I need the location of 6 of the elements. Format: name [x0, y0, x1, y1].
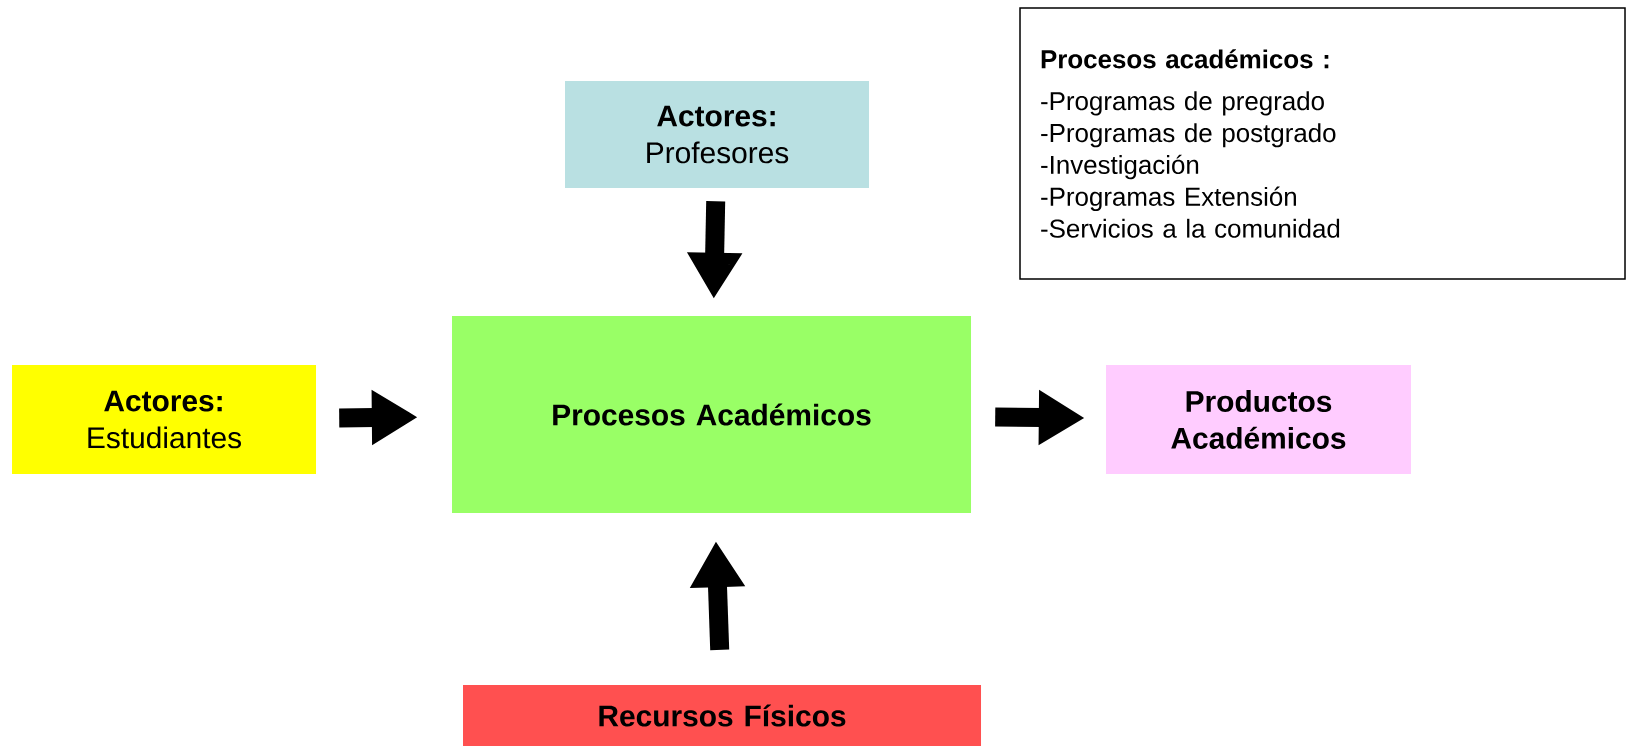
resource-box: Recursos Físicos — [463, 685, 981, 746]
note-box: Procesos académicos : -Programas de pregrado -Programas de postgrado -Investigación -Programas Extensión -Servicios a la comunidad — [1019, 7, 1626, 280]
actor-box: Actores: Profesores — [565, 81, 869, 188]
process-box: Procesos Académicos — [452, 316, 971, 513]
actor-box: Actores: Estudiantes — [12, 365, 316, 474]
product-box: Productos Académicos — [1106, 365, 1411, 474]
